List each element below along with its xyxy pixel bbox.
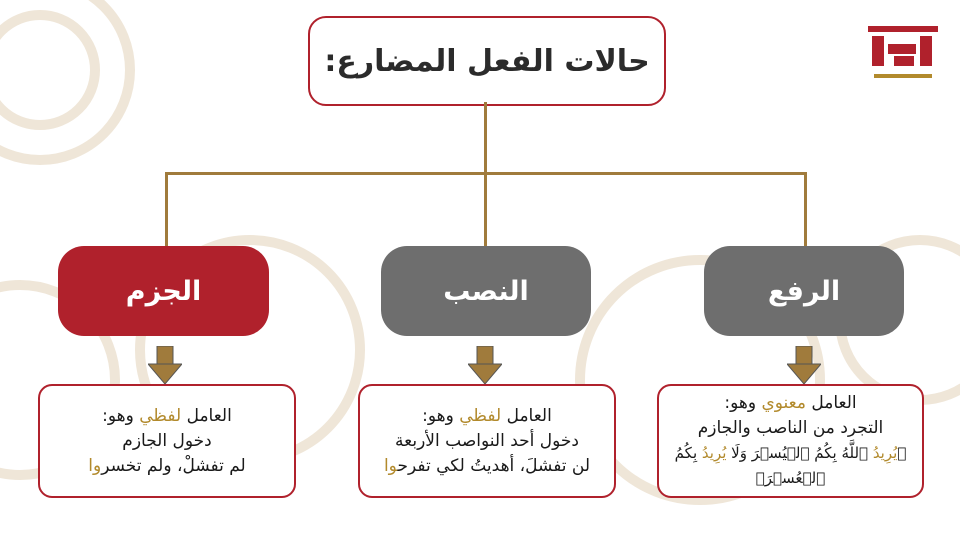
card-text: وهو: bbox=[422, 405, 460, 426]
diagram-title: حالات الفعل المضارع: bbox=[308, 16, 666, 106]
card-text: العامل bbox=[805, 393, 857, 413]
card-keyword: وا bbox=[88, 455, 102, 476]
card-line-1: العامل لفظي وهو: bbox=[102, 404, 232, 429]
category-label: الرفع bbox=[767, 275, 841, 307]
connector-middle bbox=[484, 172, 487, 246]
category-nasb: النصب bbox=[381, 246, 591, 336]
category-label: النصب bbox=[443, 275, 529, 307]
category-jazm: الجزم bbox=[58, 246, 269, 336]
card-text: لم تفشلْ، ولم تخسر bbox=[101, 455, 246, 476]
card-line-1: العامل لفظي وهو: bbox=[422, 404, 552, 429]
card-line-2: دخول أحد النواصب الأربعة bbox=[395, 430, 579, 451]
connector-right bbox=[804, 172, 807, 246]
card-text: لن تفشلَ، أهديتُ لكي تفرح bbox=[397, 455, 591, 476]
card-keyword: لفظي bbox=[459, 405, 502, 426]
card-keyword: لفظي bbox=[139, 405, 182, 426]
detail-card-raf: العامل معنوي وهو: التجرد من الناصب والجا… bbox=[657, 384, 924, 498]
card-line-2: دخول الجازم bbox=[122, 430, 212, 451]
card-line-1: العامل معنوي وهو: bbox=[724, 391, 856, 416]
logo bbox=[868, 22, 938, 96]
card-line-3: لم تفشلْ، ولم تخسروا bbox=[88, 454, 245, 479]
arrow-down-icon bbox=[468, 346, 502, 384]
connector-left bbox=[165, 172, 168, 246]
detail-card-nasb: العامل لفظي وهو: دخول أحد النواصب الأربع… bbox=[358, 384, 616, 498]
card-text: بِكُمُ ٱلۡعُسۡرَ﴾ bbox=[674, 444, 826, 487]
card-keyword: معنوي bbox=[761, 393, 806, 413]
detail-card-jazm: العامل لفظي وهو: دخول الجازم لم تفشلْ، و… bbox=[38, 384, 296, 498]
category-raf: الرفع bbox=[704, 246, 904, 336]
arrow-down-icon bbox=[787, 346, 821, 384]
card-line-3: ﴿يُرِيدُ ٱللَّهُ بِكُمُ ٱلۡيُسۡرَ وَلَا … bbox=[659, 441, 922, 491]
card-line-2: التجرد من الناصب والجازم bbox=[697, 418, 884, 438]
card-keyword: وا bbox=[383, 455, 398, 476]
logo-mark-icon bbox=[868, 26, 938, 78]
card-text: العامل bbox=[181, 405, 232, 426]
card-line-3: لن تفشلَ، أهديتُ لكي تفرحوا bbox=[384, 454, 590, 479]
connector-trunk bbox=[484, 102, 487, 174]
category-label: الجزم bbox=[125, 275, 202, 307]
card-text: ﴿ bbox=[897, 444, 907, 462]
card-text: وهو: bbox=[102, 405, 140, 426]
card-text: ٱللَّهُ بِكُمُ ٱلۡيُسۡرَ وَلَا bbox=[726, 444, 873, 462]
card-text: وهو: bbox=[724, 393, 762, 413]
card-keyword: يُرِيدُ bbox=[872, 444, 898, 462]
title-text: حالات الفعل المضارع: bbox=[324, 43, 650, 79]
card-keyword: يُرِيدُ bbox=[701, 444, 727, 462]
arrow-down-icon bbox=[148, 346, 182, 384]
card-text: العامل bbox=[501, 405, 552, 426]
